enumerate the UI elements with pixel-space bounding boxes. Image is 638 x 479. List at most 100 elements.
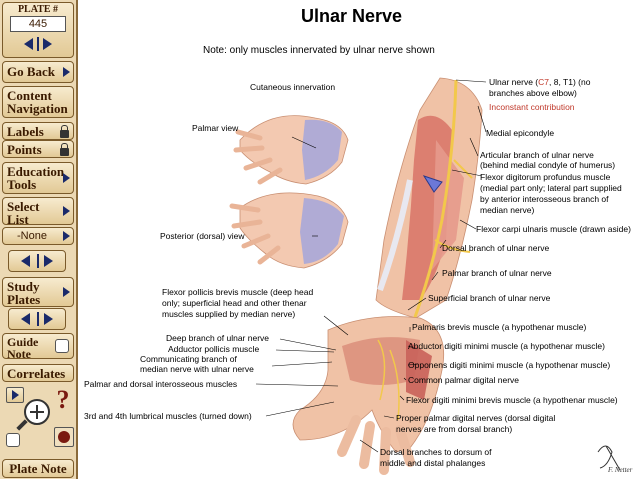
opponens-digiti-minimi-label: Opponens digiti minimi muscle (a hypothe… xyxy=(408,360,611,370)
study-nav-arrows xyxy=(8,308,66,330)
points-button[interactable]: Points xyxy=(2,140,74,158)
arrow-right-icon xyxy=(63,173,70,183)
cutaneous-innervation-label: Cutaneous innervation xyxy=(250,82,336,92)
dorsal-branch-label: Dorsal branch of ulnar nerve xyxy=(442,243,550,253)
dorsal-branches-label-2: middle and distal phalanges xyxy=(380,458,486,468)
plate-number-panel: PLATE # 445 xyxy=(2,2,74,58)
inconstant-contribution-label: Inconstant contribution xyxy=(489,102,575,112)
articular-branch-label-1: Articular branch of ulnar nerve xyxy=(480,150,594,160)
interosseous-label: Palmar and dorsal interosseous muscles xyxy=(84,379,238,389)
arrow-right-icon xyxy=(63,206,70,216)
study-plates-label: Study Plates xyxy=(7,279,41,307)
plate-note-label: Plate Note xyxy=(9,461,67,476)
content-navigation-label: Content Navigation xyxy=(7,88,68,116)
education-tools-button[interactable]: Education Tools xyxy=(2,162,74,194)
superficial-branch-label: Superficial branch of ulnar nerve xyxy=(428,293,551,303)
lumbrical-label: 3rd and 4th lumbrical muscles (turned do… xyxy=(84,411,252,421)
guide-note-button[interactable]: Guide Note xyxy=(2,333,74,361)
posterior-view-label: Posterior (dorsal) view xyxy=(160,231,245,241)
go-back-button[interactable]: Go Back xyxy=(2,61,74,83)
lock-icon xyxy=(60,125,69,138)
unlock-icon xyxy=(60,143,69,156)
articular-branch-label-2: (behind medial condyle of humerus) xyxy=(480,160,616,170)
next-item-icon[interactable] xyxy=(44,255,53,267)
correlates-label: Correlates xyxy=(7,366,66,381)
leader-lines xyxy=(255,79,487,453)
plate-number-input[interactable]: 445 xyxy=(10,16,66,32)
fpb-label-line-2: only; superficial head and other thenar xyxy=(162,298,307,308)
ulnar-nerve-label: Ulnar nerve (C7, 8, T1) (no xyxy=(489,77,590,87)
next-plate-icon[interactable] xyxy=(43,38,52,50)
prev-plate-icon[interactable] xyxy=(24,38,33,50)
plate-area: Ulnar Nerve Note: only muscles innervate… xyxy=(80,0,638,479)
arrow-right-icon xyxy=(63,287,70,297)
plate-note-text: Note: only muscles innervated by ulnar n… xyxy=(203,45,435,56)
record-icon[interactable] xyxy=(54,427,74,447)
tools-panel: ? xyxy=(2,385,74,457)
communicating-branch-label-2: median nerve with ulnar nerve xyxy=(140,364,254,374)
fdp-label-2: (medial part only; lateral part supplied xyxy=(480,183,622,193)
fdm-brevis-label: Flexor digiti minimi brevis muscle (a hy… xyxy=(406,395,618,405)
education-tools-label: Education Tools xyxy=(7,164,65,192)
svg-text:F. Netter: F. Netter xyxy=(607,466,633,474)
labels-button[interactable]: Labels xyxy=(2,122,74,140)
fcu-label: Flexor carpi ulnaris muscle (drawn aside… xyxy=(476,224,631,234)
go-back-label: Go Back xyxy=(7,64,56,79)
arrow-right-icon xyxy=(63,67,70,77)
select-list-dropdown[interactable]: -None xyxy=(2,227,74,245)
palmar-branch-label: Palmar branch of ulnar nerve xyxy=(442,268,552,278)
posterior-view-hand-illustration xyxy=(229,192,349,269)
study-plates-button[interactable]: Study Plates xyxy=(2,277,74,307)
play-icon[interactable] xyxy=(6,387,24,403)
fdp-label-4: median nerve) xyxy=(480,205,535,215)
select-list-label: Select List xyxy=(7,199,40,227)
checkbox-icon[interactable] xyxy=(6,433,20,447)
forearm-illustration xyxy=(375,77,483,321)
list-nav-arrows xyxy=(8,250,66,272)
abductor-digiti-minimi-label: Abductor digiti minimi muscle (a hypothe… xyxy=(408,341,605,351)
communicating-branch-label-1: Communicating branch of xyxy=(140,354,237,364)
signature-mark: F. Netter xyxy=(597,445,633,474)
help-icon[interactable]: ? xyxy=(56,385,70,414)
select-list-value: -None xyxy=(17,230,47,242)
select-list-button[interactable]: Select List xyxy=(2,197,74,227)
ulnar-roots-text: , 8, T1) (no xyxy=(549,77,591,87)
plate-note-button[interactable]: Plate Note xyxy=(2,459,74,478)
fdp-label-3: by anterior interosseous branch of xyxy=(480,194,609,204)
plate-nav-arrows xyxy=(18,35,58,53)
fpb-label-line-3: muscles supplied by median nerve) xyxy=(162,309,296,319)
sidebar: PLATE # 445 Go Back Content Navigation L… xyxy=(0,0,78,479)
nav-separator xyxy=(37,254,39,268)
fpb-label-line-1: Flexor pollicis brevis muscle (deep head xyxy=(162,287,314,297)
nav-separator xyxy=(37,37,39,51)
common-palmar-digital-label: Common palmar digital nerve xyxy=(408,375,520,385)
fdp-label-1: Flexor digitorum profundus muscle xyxy=(480,172,611,182)
plate-number-title: PLATE # xyxy=(17,4,59,15)
prev-item-icon[interactable] xyxy=(21,255,30,267)
palmar-view-label: Palmar view xyxy=(192,123,239,133)
proper-palmar-label-1: Proper palmar digital nerves (dorsal dig… xyxy=(396,413,556,423)
dorsal-branches-label-1: Dorsal branches to dorsum of xyxy=(380,447,492,457)
correlates-button[interactable]: Correlates xyxy=(2,364,74,382)
palmar-view-hand-illustration xyxy=(233,115,349,185)
ulnar-nerve-text: Ulnar nerve ( xyxy=(489,77,539,87)
hand-illustration xyxy=(292,316,445,475)
deep-branch-label: Deep branch of ulnar nerve xyxy=(166,333,270,343)
ulnar-c7-text: C7 xyxy=(538,77,550,87)
prev-study-icon[interactable] xyxy=(21,313,30,325)
labels-label: Labels xyxy=(7,124,44,139)
arrow-right-icon xyxy=(63,231,70,241)
adductor-pollicis-label: Adductor pollicis muscle xyxy=(168,344,260,354)
palmaris-brevis-label: Palmaris brevis muscle (a hypothenar mus… xyxy=(412,322,587,332)
plate-title: Ulnar Nerve xyxy=(301,6,403,26)
guide-note-label: Guide Note xyxy=(7,335,39,361)
next-study-icon[interactable] xyxy=(44,313,53,325)
ulnar-nerve-label-2: branches above elbow) xyxy=(489,88,577,98)
anatomy-illustration: F. Netter xyxy=(229,77,633,475)
proper-palmar-label-2: nerves are from dorsal branch) xyxy=(396,424,513,434)
content-navigation-button[interactable]: Content Navigation xyxy=(2,86,74,118)
magnifier-icon[interactable] xyxy=(16,399,50,431)
guide-note-checkbox[interactable] xyxy=(55,339,69,353)
points-label: Points xyxy=(7,142,42,157)
nav-separator xyxy=(37,312,39,326)
